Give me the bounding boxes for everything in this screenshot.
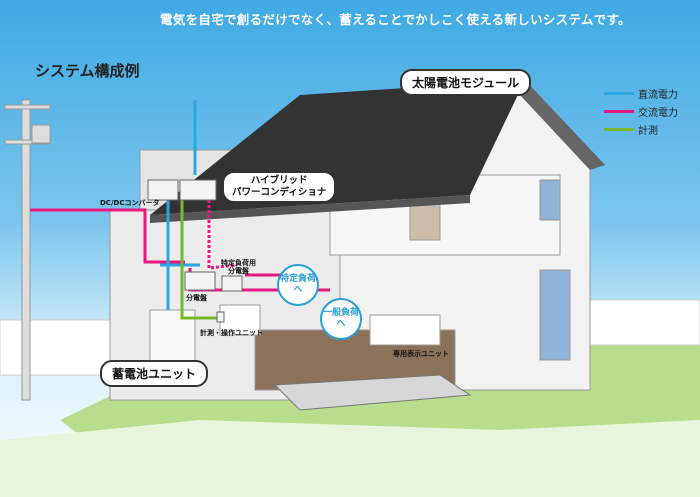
fence <box>0 299 700 376</box>
callout-line: ハイブリッド <box>250 175 308 186</box>
label-dcdc: DC/DCコンバータ <box>100 199 160 207</box>
control-unit-box <box>216 311 225 323</box>
label-line: 特定負荷用 <box>221 259 256 267</box>
callout-hybrid-pcs: ハイブリッド パワーコンディショナ <box>222 171 337 203</box>
label-special-panel: 特定負荷用 分電盤 <box>221 259 256 275</box>
deck <box>273 374 472 411</box>
legend-swatch-ac <box>604 110 634 113</box>
devices <box>147 179 243 323</box>
callout-battery-unit: 蓄電池ユニット <box>100 360 209 387</box>
legend-swatch-dc <box>604 92 634 95</box>
callout-line: パワーコンディショナ <box>232 187 327 198</box>
utility-pole <box>4 99 51 401</box>
label-control-unit: 計測・操作ユニット <box>200 329 263 337</box>
distribution-panel-box <box>184 271 216 291</box>
page-title: システム構成例 <box>35 62 140 80</box>
legend-label: 直流電力 <box>638 90 678 101</box>
callout-solar-module: 太陽電池モジュール <box>400 69 532 96</box>
headline: 電気を自宅で創るだけでなく、蓄えることでかしこく使える新しいシステムです。 <box>160 12 631 27</box>
power-conditioner-box <box>179 179 217 201</box>
legend-measure: 計測 <box>604 122 658 137</box>
label-panel: 分電盤 <box>186 294 207 302</box>
label-line: 分電盤 <box>228 267 249 275</box>
dcdc-converter-box <box>147 179 179 201</box>
legend-dc: 直流電力 <box>604 86 678 101</box>
special-panel-box <box>221 275 243 292</box>
legend-label: 計測 <box>638 126 658 137</box>
lawn-light <box>0 420 700 497</box>
legend-swatch-measure <box>604 128 634 131</box>
circle-general-load: 一般負荷へ <box>320 298 362 340</box>
legend-label: 交流電力 <box>638 108 678 119</box>
circle-special-load: 特定負荷へ <box>277 264 319 306</box>
label-display-unit: 専用表示ユニット <box>393 350 449 358</box>
legend-ac: 交流電力 <box>604 104 678 119</box>
